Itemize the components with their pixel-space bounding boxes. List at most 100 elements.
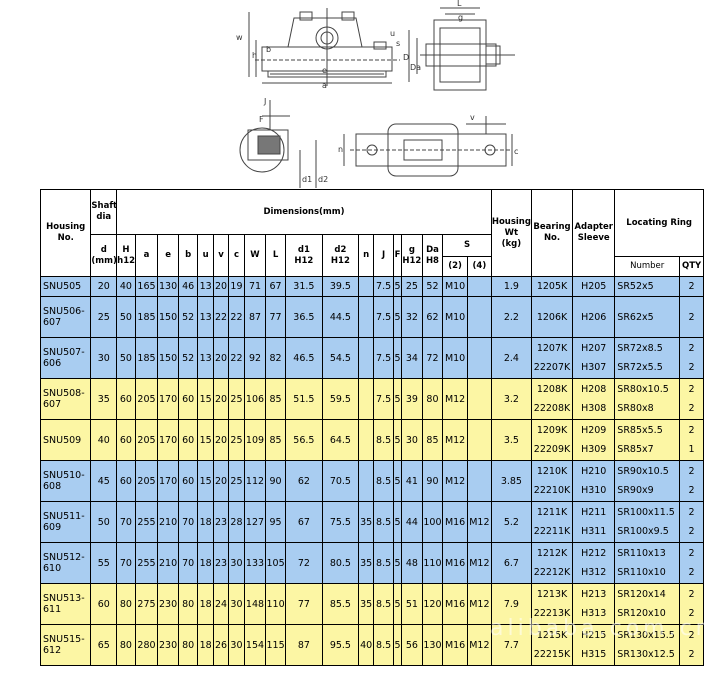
cell-ring: SR52x5 xyxy=(614,276,681,297)
cell-b: 60 xyxy=(177,378,199,420)
label-v: v xyxy=(470,113,475,122)
housing-spec-table: Housing No. Shaft dia Dimensions(mm) Hou… xyxy=(39,189,704,666)
cell-u: 15 xyxy=(197,378,214,420)
header-bearing-no: Bearing No. xyxy=(530,189,574,277)
cell-b: 52 xyxy=(177,337,199,379)
cell-J: 8.5 xyxy=(373,419,394,461)
cell-bearing-line: 1208K xyxy=(536,384,568,395)
cell-v: 23 xyxy=(212,542,230,584)
cell-Da: 52 xyxy=(421,276,444,297)
cell-S4: M12 xyxy=(466,501,492,543)
cell-d1: 51.5 xyxy=(284,378,323,420)
header-S2: (2) xyxy=(442,256,468,277)
header-housing-no: Housing No. xyxy=(39,189,92,277)
label-b: b xyxy=(266,45,271,54)
cell-Da: 85 xyxy=(421,419,444,461)
cell-e: 170 xyxy=(157,378,179,420)
cell-W: 106 xyxy=(243,378,267,420)
cell-v: 20 xyxy=(212,337,230,379)
cell-adapter-line: H207 xyxy=(581,343,607,354)
header-J: J xyxy=(373,234,394,277)
cell-c: 28 xyxy=(228,501,245,543)
cell-L: 67 xyxy=(265,276,286,297)
cell-adapter: H206 xyxy=(572,296,616,338)
label-F: F xyxy=(259,115,264,124)
cell-housing-line: SNU512- xyxy=(43,552,85,563)
cell-a: 255 xyxy=(134,542,159,584)
cell-S2: M16 xyxy=(442,624,468,666)
cell-c: 30 xyxy=(228,542,245,584)
cell-adapter-line: H205 xyxy=(581,281,607,292)
cell-adapter-line: H209 xyxy=(581,425,607,436)
cell-wt: 7.9 xyxy=(490,583,532,625)
cell-J: 8.5 xyxy=(373,624,394,666)
cell-bearing-line: 22211K xyxy=(533,526,571,537)
header-housing-l2: No. xyxy=(57,233,74,243)
cell-housing: SNU512-610 xyxy=(39,542,92,584)
cell-g: 44 xyxy=(401,501,423,543)
cell-F: 5 xyxy=(392,296,403,338)
cell-b: 70 xyxy=(177,501,199,543)
cell-d2: 39.5 xyxy=(321,276,359,297)
cell-F: 5 xyxy=(392,460,403,502)
cell-n xyxy=(357,419,375,461)
technical-drawings: w h b e a u s L g D Da J F d1 d2 n v c xyxy=(236,0,518,188)
cell-n xyxy=(357,296,375,338)
header-g: g H12 xyxy=(401,234,423,277)
header-d2-label: d2 xyxy=(334,244,347,255)
cell-J: 7.5 xyxy=(373,378,394,420)
header-H: H h12 xyxy=(116,234,136,277)
cell-Da: 100 xyxy=(421,501,444,543)
cell-a: 185 xyxy=(134,337,159,379)
label-L: L xyxy=(457,0,462,8)
cell-L: 90 xyxy=(265,460,286,502)
cell-housing: SNU510-608 xyxy=(39,460,92,502)
header-d2-sub: H12 xyxy=(330,255,350,266)
cell-u: 13 xyxy=(197,276,214,297)
cell-L: 77 xyxy=(265,296,286,338)
cell-F: 5 xyxy=(392,583,403,625)
cell-housing: SNU507-606 xyxy=(39,337,92,379)
cell-F: 5 xyxy=(392,276,403,297)
cell-d1: 31.5 xyxy=(284,276,323,297)
cell-J: 8.5 xyxy=(373,542,394,584)
cell-wt: 7.7 xyxy=(490,624,532,666)
header-Da-label: Da xyxy=(426,244,439,255)
cell-F: 5 xyxy=(392,624,403,666)
cell-d: 25 xyxy=(90,296,118,338)
cell-adapter-line: H315 xyxy=(581,649,607,660)
cell-qty-line: 1 xyxy=(688,444,695,455)
cell-S4: M12 xyxy=(466,624,492,666)
cell-u: 13 xyxy=(197,296,214,338)
cell-n: 35 xyxy=(357,501,375,543)
cell-ring-line: SR80x8 xyxy=(617,403,654,414)
header-n: n xyxy=(357,234,375,277)
cell-adapter-line: H212 xyxy=(581,548,607,559)
cell-qty: 2 xyxy=(679,296,704,338)
cell-S4 xyxy=(466,460,492,502)
header-L: L xyxy=(265,234,286,277)
header-g-sub: H12 xyxy=(402,255,422,266)
cell-wt: 6.7 xyxy=(490,542,532,584)
cell-n xyxy=(357,378,375,420)
cell-g: 25 xyxy=(401,276,423,297)
cell-W: 71 xyxy=(243,276,267,297)
cell-adapter-line: H206 xyxy=(581,311,607,323)
cell-u: 15 xyxy=(197,419,214,461)
label-g: g xyxy=(458,13,463,22)
label-D: D xyxy=(403,53,409,62)
cell-J: 8.5 xyxy=(373,583,394,625)
cell-L: 95 xyxy=(265,501,286,543)
cell-wt: 3.2 xyxy=(490,378,532,420)
cell-c: 25 xyxy=(228,419,245,461)
cell-ring-line: SR72x8.5 xyxy=(617,343,663,354)
cell-bearing-line: 22207K xyxy=(533,362,571,373)
header-d-label: d xyxy=(100,244,107,255)
